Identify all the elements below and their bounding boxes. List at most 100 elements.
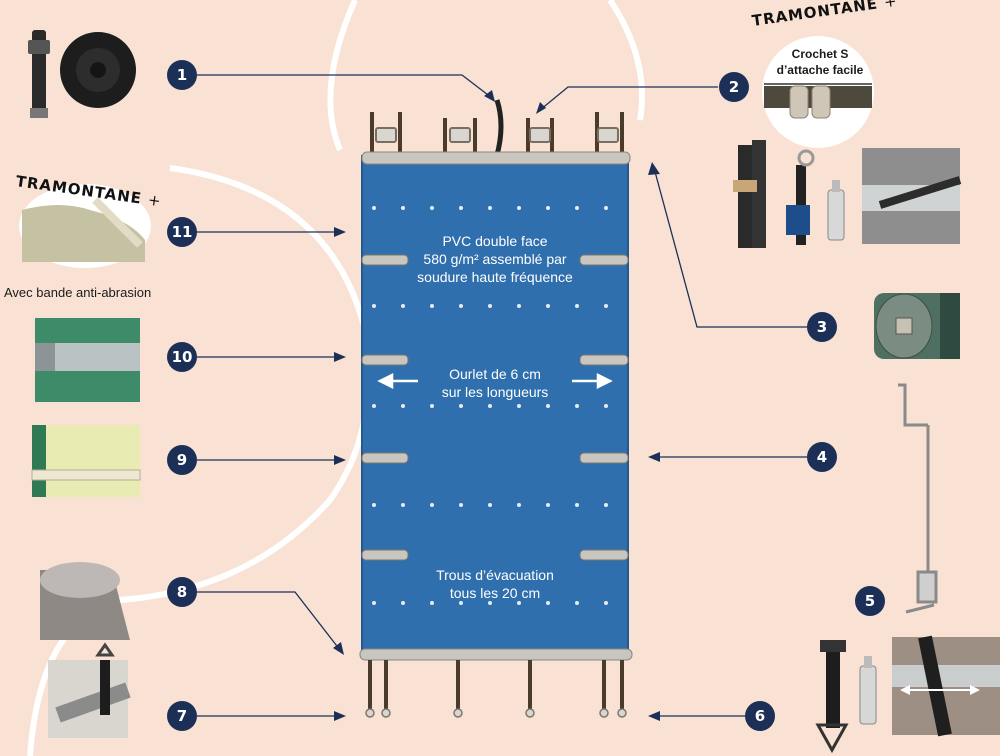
- callout-4: 4: [807, 442, 837, 472]
- pool-cover: [362, 156, 628, 654]
- drainage-hole: [546, 503, 550, 507]
- callout-number: 9: [177, 451, 187, 469]
- drainage-hole: [517, 304, 521, 308]
- callout-number: 2: [729, 78, 739, 96]
- drainage-hole: [575, 601, 579, 605]
- callout-circle: [167, 701, 197, 731]
- abrasion-caption: Avec bande anti-abrasion: [4, 285, 152, 300]
- callout-10: 10: [167, 342, 197, 372]
- callout-number: 3: [817, 318, 827, 336]
- drainage-hole: [372, 404, 376, 408]
- ratchet-tensioner-icon: [733, 140, 845, 248]
- drainage-hole: [488, 503, 492, 507]
- hook-caption-line2: d’attache facile: [776, 63, 864, 77]
- drainage-hole: [430, 404, 434, 408]
- drainage-hole: [372, 304, 376, 308]
- drainage-hole: [401, 304, 405, 308]
- drainage-holes: [372, 206, 608, 605]
- callout-markers: 1 2 3 4 5 6 7 8 9 10 11: [167, 60, 885, 731]
- callout-number: 6: [755, 707, 765, 725]
- callout-number: 10: [172, 348, 193, 366]
- drainage-hole: [430, 601, 434, 605]
- callout-11: 11: [167, 217, 197, 247]
- background-arc-top-right: [607, 0, 645, 121]
- callout-circle: [167, 577, 197, 607]
- callout-number: 8: [177, 583, 187, 601]
- brand-plus-right: +: [882, 0, 899, 12]
- drainage-hole: [459, 404, 463, 408]
- tube-end-icon: [862, 148, 962, 244]
- callout-8: 8: [167, 577, 197, 607]
- drainage-hole: [430, 304, 434, 308]
- drainage-hole: [546, 206, 550, 210]
- strap-reel-icon: [28, 30, 136, 118]
- bottom-rods: [368, 660, 624, 710]
- hook-caption: Crochet S d’attache facile: [770, 46, 870, 78]
- callout-number: 1: [177, 66, 187, 84]
- leader-lines: [197, 74, 808, 717]
- drainage-hole: [430, 206, 434, 210]
- drainage-hole: [575, 304, 579, 308]
- top-tube: [361, 151, 631, 165]
- drainage-hole: [459, 503, 463, 507]
- hem-arrows: [377, 372, 613, 390]
- callout-number: 11: [172, 223, 193, 241]
- drainage-hole: [546, 304, 550, 308]
- callout-2: 2: [719, 72, 749, 102]
- background-arc-top: [327, 0, 358, 152]
- callout-circle: [855, 586, 885, 616]
- tube-cap-icon: [874, 293, 960, 359]
- callout-circle: [807, 442, 837, 472]
- top-rods: [370, 99, 624, 156]
- drainage-hole: [488, 304, 492, 308]
- callout-circle: [719, 72, 749, 102]
- callout-7: 7: [167, 701, 197, 731]
- drainage-hole: [372, 503, 376, 507]
- drainage-hole: [430, 503, 434, 507]
- callout-number: 7: [177, 707, 187, 725]
- drainage-hole: [546, 404, 550, 408]
- drainage-hole: [459, 601, 463, 605]
- drainage-hole: [604, 304, 608, 308]
- hem-label: Ourlet de 6 cm sur les longueurs: [441, 366, 549, 400]
- callout-6: 6: [745, 701, 775, 731]
- callout-9: 9: [167, 445, 197, 475]
- drainage-hole: [488, 404, 492, 408]
- anchor-strap-icon: [815, 640, 877, 754]
- drain-label: Trous d’évacuation tous les 20 cm: [436, 567, 554, 601]
- drainage-hole: [517, 601, 521, 605]
- hem-tube-icon: [35, 318, 140, 402]
- callout-number: 4: [817, 448, 827, 466]
- callout-circle: [167, 60, 197, 90]
- s-hook-icon: [762, 36, 874, 148]
- bottom-tube: [359, 648, 633, 661]
- callout-3: 3: [807, 312, 837, 342]
- anchor-photo-icon: [892, 635, 1000, 737]
- drainage-hole: [517, 206, 521, 210]
- drainage-hole: [488, 601, 492, 605]
- drainage-hole: [459, 304, 463, 308]
- drainage-hole: [372, 206, 376, 210]
- bottom-anchors: [365, 708, 627, 718]
- leader-arrowheads: [333, 90, 660, 721]
- drainage-hole: [604, 601, 608, 605]
- hook-caption-line1: Crochet S: [791, 47, 849, 61]
- drainage-hole: [546, 601, 550, 605]
- drainage-hole: [575, 503, 579, 507]
- callout-number: 5: [865, 592, 875, 610]
- drainage-hole: [401, 503, 405, 507]
- callout-circle: [167, 445, 197, 475]
- tube-stubs: [361, 254, 629, 561]
- callout-circle: [167, 217, 197, 247]
- drainage-hole: [604, 503, 608, 507]
- callout-circle: [745, 701, 775, 731]
- drainage-hole: [488, 206, 492, 210]
- drainage-hole: [575, 206, 579, 210]
- reinforced-band-icon: [19, 184, 151, 268]
- drainage-hole: [401, 601, 405, 605]
- drainage-hole: [604, 404, 608, 408]
- drainage-hole: [372, 601, 376, 605]
- end-strap-fastener-icon: [40, 562, 130, 640]
- tube-cap-bottom-icon: [48, 642, 131, 738]
